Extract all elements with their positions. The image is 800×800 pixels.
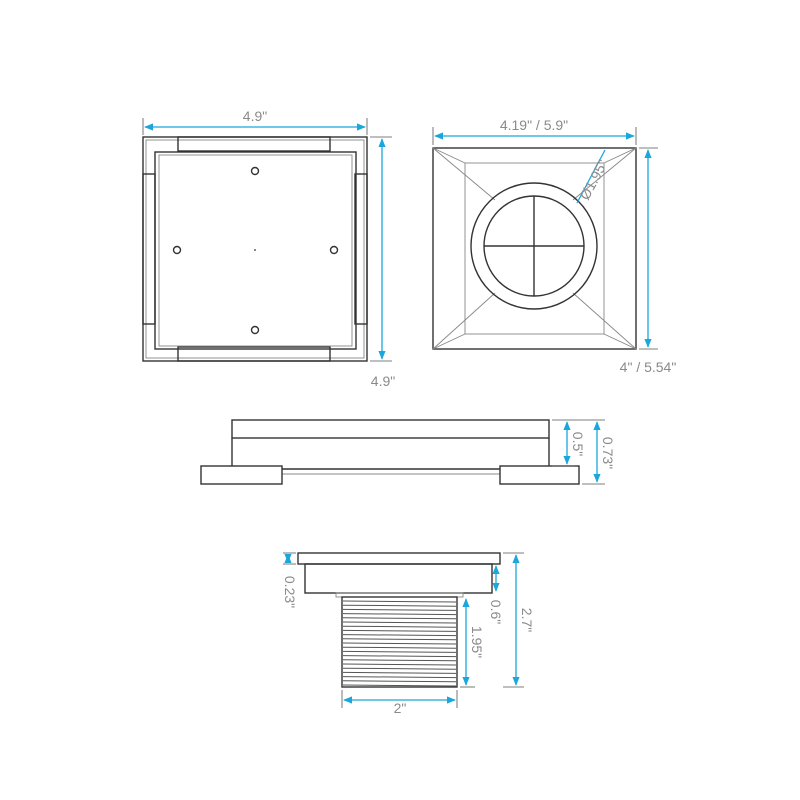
thread-line [342, 659, 457, 662]
body-plate-label: 0.23" [282, 576, 298, 608]
grate-view: Ø1.95" 4.19" / 5.9" 4" / 5.54" [432, 117, 677, 375]
top-width-label: 4.9" [243, 108, 267, 124]
thread-line [342, 629, 457, 632]
body-width-label: 2" [394, 700, 407, 716]
thread-line [342, 617, 457, 620]
thread-line [342, 676, 457, 679]
thread-line [342, 650, 457, 653]
thread-line [342, 608, 457, 611]
top-view: 4.9" 4.9" [142, 108, 395, 389]
side-view: 0.5" 0.73" [200, 419, 616, 485]
thread-line [342, 663, 457, 666]
thread-line [342, 642, 457, 645]
grate-width-label: 4.19" / 5.9" [500, 117, 568, 133]
diameter-label: Ø1.95" [576, 157, 610, 203]
thread-line [342, 680, 457, 683]
thread-line [342, 621, 457, 624]
thread-line [342, 604, 457, 607]
side-plate-label: 0.5" [570, 432, 586, 456]
body-neck-label: 0.6" [488, 600, 504, 624]
thread-line [342, 625, 457, 628]
body-total-label: 2.7" [519, 608, 535, 632]
thread-line [342, 667, 457, 670]
screw-holes [172, 166, 339, 335]
thread-line [342, 600, 457, 603]
diameter-leader [576, 149, 606, 204]
thread-lines [342, 600, 457, 687]
top-height-label: 4.9" [371, 373, 395, 389]
body-view: 0.23" 0.6" 1.95" 2.7" 2" [282, 552, 535, 716]
thread-line [342, 634, 457, 637]
thread-line [342, 655, 457, 658]
side-total-label: 0.73" [600, 437, 616, 469]
thread-line [342, 671, 457, 674]
thread-line [342, 684, 457, 687]
grate-height-label: 4" / 5.54" [620, 359, 677, 375]
thread-line [342, 638, 457, 641]
thread-line [342, 613, 457, 616]
body-thread-label: 1.95" [469, 626, 485, 658]
thread-line [342, 646, 457, 649]
